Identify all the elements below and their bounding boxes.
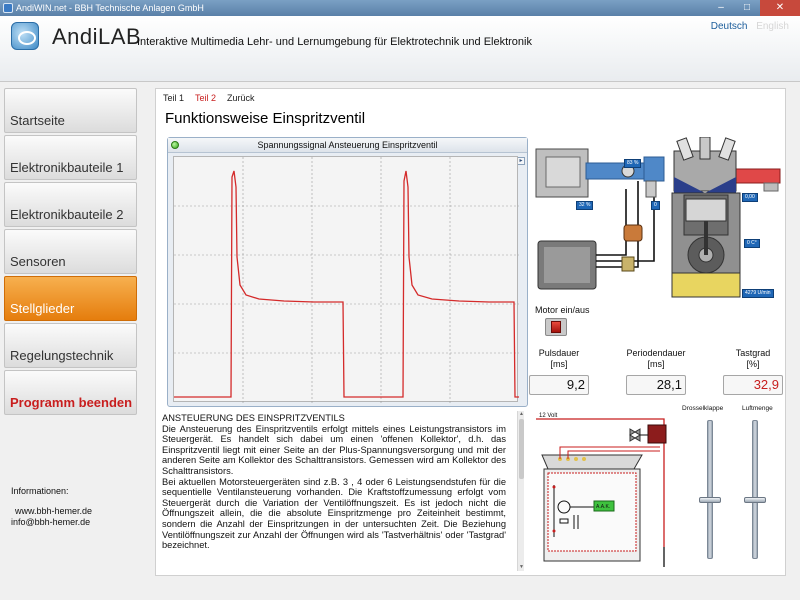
- page-title: Funktionsweise Einspritzventil: [165, 110, 366, 127]
- explanation-text: ANSTEUERUNG DES EINSPRITZVENTILS Die Ans…: [162, 413, 506, 573]
- injector-voltage-trace: [174, 170, 519, 398]
- language-deutsch[interactable]: Deutsch: [710, 21, 748, 32]
- injector-circuit-diagram: 12 Volt A.A.K.: [534, 407, 680, 575]
- quit-program-button[interactable]: Programm beenden: [4, 370, 137, 415]
- pressure-gauge-tag: 0,00: [742, 193, 758, 202]
- motor-switch-label: Motor ein/aus: [535, 305, 590, 315]
- engine-illustration: [535, 136, 781, 298]
- text-paragraph-2: Bei aktuellen Motorsteuergeräten sind z.…: [162, 476, 506, 551]
- status-led-icon: [171, 141, 179, 149]
- text-heading: ANSTEUERUNG DES EINSPRITZVENTILS: [162, 413, 345, 423]
- throttle-slider-handle[interactable]: [699, 497, 721, 503]
- air-gauge-tag: 32 %: [576, 201, 594, 210]
- airflow-slider-track[interactable]: [752, 420, 758, 559]
- text-paragraph-1: Die Ansteuerung des Einspritzventils erf…: [162, 423, 506, 476]
- ecu-label: A.A.K.: [596, 504, 610, 510]
- readout-label: Pulsdauer: [538, 348, 580, 358]
- throttle-slider-label: Drosselklappe: [682, 405, 724, 412]
- sidebar-item-regelungstechnik[interactable]: Regelungstechnik: [4, 323, 137, 368]
- app-header: AndiLAB Interaktive Multimedia Lehr- und…: [0, 16, 800, 82]
- sidebar-item-elektronikbauteile-2[interactable]: Elektronikbauteile 2: [4, 182, 137, 227]
- sidebar-item-label: Regelungstechnik: [10, 348, 114, 363]
- sidebar-item-stellglieder[interactable]: Stellglieder: [4, 276, 137, 321]
- sidebar-item-sensoren[interactable]: Sensoren: [4, 229, 137, 274]
- text-scrollbar[interactable]: ▲ ▼: [517, 411, 524, 571]
- info-block: Informationen: www.bbh-hemer.de info@bbh…: [11, 486, 92, 528]
- minimize-button[interactable]: –: [718, 2, 724, 13]
- temperature-gauge-tag: 0 C°: [744, 239, 760, 248]
- readout-value: 28,1: [626, 375, 686, 395]
- close-button[interactable]: ✕: [760, 0, 800, 16]
- language-english[interactable]: English: [756, 21, 789, 32]
- info-email[interactable]: info@bbh-hemer.de: [11, 517, 91, 527]
- oscilloscope-header: Spannungssignal Ansteuerung Einspritzven…: [168, 138, 527, 153]
- sidebar-item-startseite[interactable]: Startseite: [4, 88, 137, 133]
- sidebar-item-label: Startseite: [10, 113, 65, 128]
- info-title: Informationen:: [11, 486, 69, 496]
- readout-unit: [%]: [746, 359, 760, 369]
- part-tabs: Teil 1 Teil 2 Zurück: [163, 93, 255, 103]
- readout-value: 32,9: [723, 375, 783, 395]
- rpm-gauge-tag: 4279 U/min: [742, 289, 774, 298]
- window-titlebar[interactable]: AndiWIN.net - BBH Technische Anlagen Gmb…: [0, 0, 800, 16]
- sidebar-item-label: Sensoren: [10, 254, 66, 269]
- injector-gauge-tag: 0: [651, 201, 660, 210]
- duty-cycle-readout: Tastgrad [%] 32,9: [723, 348, 783, 395]
- supply-voltage-label: 12 Volt: [539, 413, 558, 419]
- readout-value: 9,2: [529, 375, 589, 395]
- oscilloscope-grid: [174, 157, 519, 403]
- sidebar-nav: Startseite Elektronikbauteile 1 Elektron…: [4, 88, 137, 417]
- main-content: Teil 1 Teil 2 Zurück Funktionsweise Eins…: [155, 88, 786, 576]
- app-icon: [3, 3, 13, 13]
- sidebar-item-label: Elektronikbauteile 1: [10, 160, 124, 175]
- voltage-signal-graph: [174, 157, 519, 403]
- rocker-switch-icon: [551, 321, 561, 333]
- sidebar-item-elektronikbauteile-1[interactable]: Elektronikbauteile 1: [4, 135, 137, 180]
- engine-diagram: 83 % 32 % 0 0,00 0 C° 4279 U/min: [534, 136, 784, 302]
- pulse-duration-readout: Pulsdauer [ms] 9,2: [529, 348, 589, 395]
- throttle-gauge-tag: 83 %: [624, 159, 642, 168]
- scroll-down-icon[interactable]: ▼: [519, 564, 524, 570]
- throttle-slider-track[interactable]: [707, 420, 713, 559]
- scroll-thumb[interactable]: [519, 419, 524, 479]
- oscilloscope-plot: [173, 156, 519, 403]
- app-subtitle: Interaktive Multimedia Lehr- und Lernumg…: [137, 36, 532, 48]
- airflow-slider-label: Luftmenge: [742, 405, 773, 412]
- tab-teil-2[interactable]: Teil 2: [195, 93, 217, 103]
- readout-unit: [ms]: [647, 359, 665, 369]
- oscilloscope-panel: Spannungssignal Ansteuerung Einspritzven…: [167, 137, 528, 407]
- sidebar-item-label: Programm beenden: [10, 395, 133, 410]
- scroll-up-icon[interactable]: ▲: [519, 411, 524, 417]
- window-title: AndiWIN.net - BBH Technische Anlagen Gmb…: [16, 3, 204, 13]
- maximize-button[interactable]: □: [743, 2, 751, 13]
- readout-unit: [ms]: [550, 359, 568, 369]
- language-switch: Deutsch English: [711, 21, 789, 32]
- readout-label: Tastgrad: [735, 348, 771, 358]
- airflow-slider-handle[interactable]: [744, 497, 766, 503]
- info-website[interactable]: www.bbh-hemer.de: [15, 506, 93, 516]
- back-link[interactable]: Zurück: [227, 93, 255, 103]
- period-duration-readout: Periodendauer [ms] 28,1: [626, 348, 686, 395]
- andilab-logo-icon: [11, 22, 39, 50]
- tab-teil-1[interactable]: Teil 1: [163, 93, 185, 103]
- app-name: AndiLAB: [52, 24, 142, 49]
- motor-on-off-switch[interactable]: [545, 318, 567, 336]
- sidebar-item-label: Stellglieder: [10, 301, 75, 316]
- sidebar-item-label: Elektronikbauteile 2: [10, 207, 124, 222]
- readout-label: Periodendauer: [626, 348, 686, 358]
- oscilloscope-title: Spannungssignal Ansteuerung Einspritzven…: [257, 140, 438, 150]
